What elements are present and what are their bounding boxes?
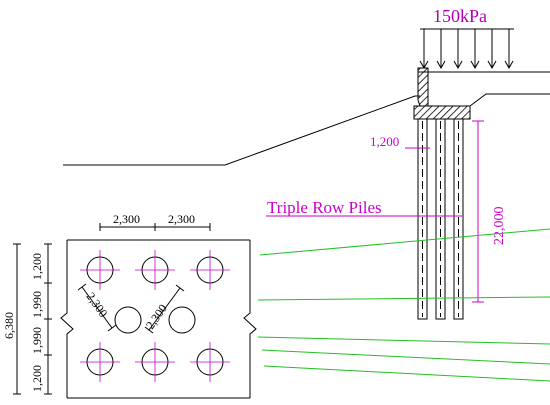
pile-elevation [417,118,464,320]
plan-diag-right-label: 2,300 [143,302,170,332]
ground-right-line [469,93,550,107]
plan-top-dimension [99,223,211,231]
pile-type-label: Triple Row Piles [267,198,382,217]
plan-outline [60,239,257,399]
pile-dimension-label: 1,200 [370,134,399,149]
soil-layer-lines [257,228,550,382]
plan-diagonal-dimensions [77,283,185,334]
plan-seg-1: 1,200 [30,253,44,280]
plan-spacing-1: 2,300 [113,212,140,226]
pile-length-dimension [472,120,484,303]
plan-left-dimension [13,243,52,395]
plan-seg-3: 1,990 [30,327,44,354]
plan-seg-4: 1,200 [30,365,44,392]
plan-seg-2: 1,990 [30,291,44,318]
distributed-load-arrows [419,28,514,70]
plan-piles-middle-row [114,306,196,334]
ground-profile-line [63,95,420,166]
plan-spacing-2: 2,300 [168,212,195,226]
load-label: 150kPa [433,6,487,26]
pile-length-label: 22,000 [492,207,507,246]
retaining-wall [413,67,471,120]
plan-piles-bottom-row [80,342,230,382]
plan-piles-top-row [80,250,230,290]
plan-diag-left-label: 2,300 [84,290,111,320]
plan-total-label: 6,380 [2,312,16,339]
